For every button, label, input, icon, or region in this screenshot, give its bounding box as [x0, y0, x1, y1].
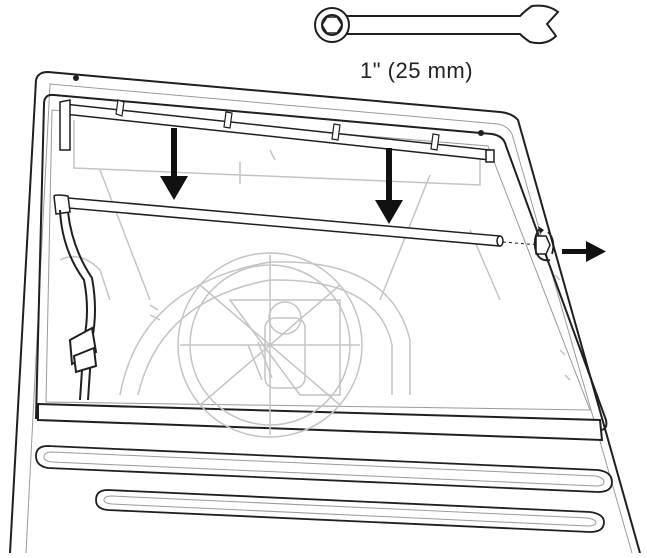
fastener-nut-icon: [502, 226, 555, 262]
right-arrow: [562, 241, 606, 262]
front-panel-slots: [35, 445, 613, 533]
washer-cabinet: [9, 70, 641, 554]
lower-water-tube: [53, 194, 504, 247]
down-arrow-right: [375, 148, 403, 224]
upper-water-tube: [59, 99, 495, 163]
down-arrow-left: [160, 128, 188, 200]
drum-interior: [59, 120, 571, 438]
combination-wrench-icon: [314, 4, 560, 45]
wrench-size-label: 1" (25 mm): [360, 58, 474, 83]
tube-clips: [115, 99, 440, 151]
drain-hose: [59, 209, 98, 401]
